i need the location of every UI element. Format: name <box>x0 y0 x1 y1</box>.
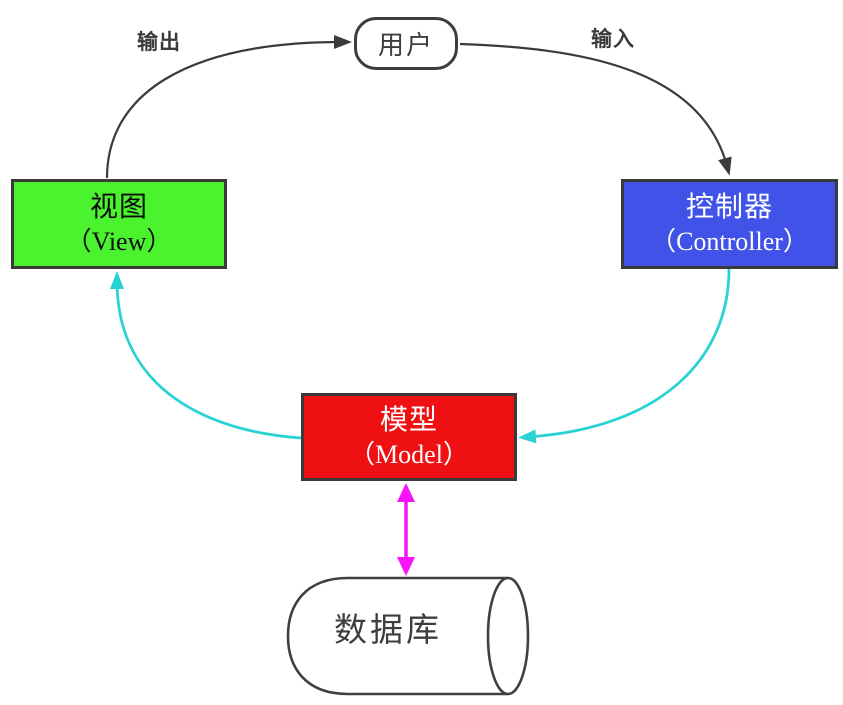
node-model: 模型 （Model） <box>301 393 517 481</box>
node-view-label: 视图 <box>89 191 148 222</box>
node-controller-label: 控制器 <box>685 191 773 222</box>
edge-label-input: 输入 <box>591 28 635 51</box>
node-model-label: 模型 <box>379 404 438 435</box>
node-user-label: 用户 <box>377 30 434 60</box>
node-controller: 控制器 （Controller） <box>621 179 838 269</box>
node-user: 用户 <box>354 17 458 70</box>
edge-view-to-user <box>105 35 352 179</box>
node-view: 视图 （View） <box>11 179 227 269</box>
node-controller-sublabel: （Controller） <box>650 227 809 256</box>
arrowhead-magenta-down-icon <box>397 557 415 576</box>
database-cylinder-icon <box>286 576 530 696</box>
node-view-sublabel: （View） <box>65 227 173 256</box>
node-database-label: 数据库 <box>334 611 442 648</box>
database-cylinder-body <box>286 576 508 696</box>
node-model-sublabel: （Model） <box>349 440 469 469</box>
edge-controller-to-model <box>518 268 731 444</box>
database-cylinder-end <box>486 576 530 696</box>
edge-user-to-controller <box>459 42 732 176</box>
edge-model-to-view <box>110 271 302 440</box>
edge-label-output: 输出 <box>137 31 181 54</box>
arrowhead-magenta-up-icon <box>397 483 415 502</box>
